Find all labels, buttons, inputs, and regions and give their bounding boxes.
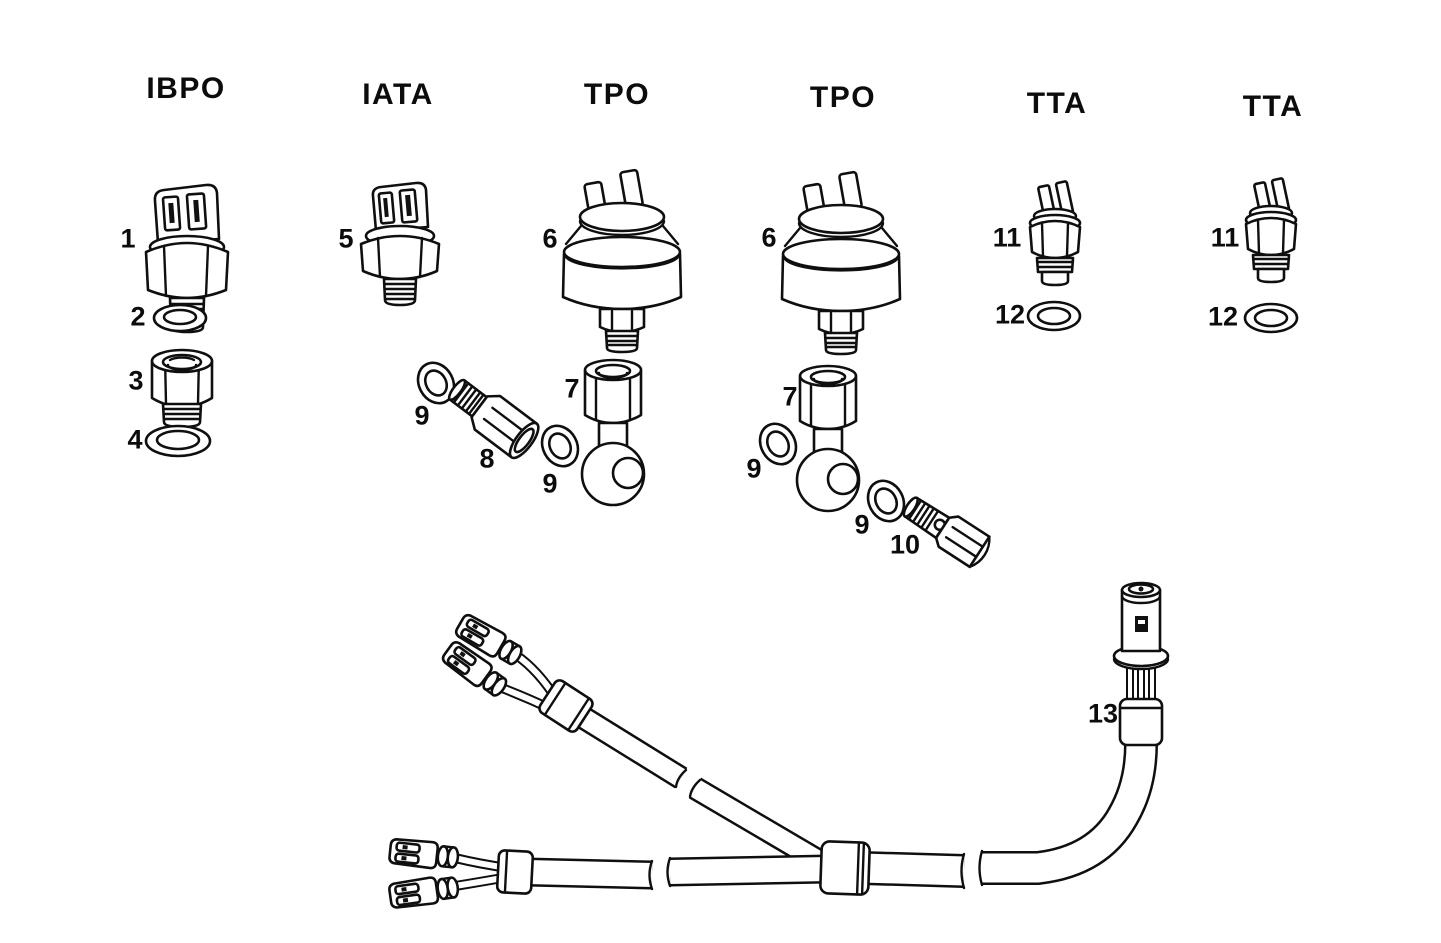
column-header-ibpo: IBPO	[146, 72, 226, 105]
part7-banjo-union-b-drawing	[795, 364, 861, 513]
callout-part-5: 5	[338, 223, 354, 254]
part11-temp-sensor-a-drawing	[1028, 179, 1082, 287]
callout-part-9-a: 9	[414, 400, 430, 431]
column-header-tpo-1: TPO	[583, 78, 651, 111]
callout-part-2: 2	[130, 301, 146, 332]
column-header-tta-1: TTA	[1026, 87, 1088, 120]
harness-round-connector	[1112, 581, 1170, 747]
callout-part-12-b: 12	[1207, 301, 1239, 332]
column-header-iata: IATA	[362, 78, 434, 111]
callout-part-8: 8	[479, 443, 495, 474]
part1-pressure-switch-drawing	[144, 183, 230, 334]
callout-part-7-a: 7	[564, 373, 580, 404]
callout-part-9-b: 9	[542, 468, 558, 499]
callout-part-4: 4	[127, 424, 143, 455]
callout-part-3: 3	[128, 365, 144, 396]
part6-pressure-sender-b-drawing	[780, 170, 902, 356]
part12-washer-b-drawing	[1243, 302, 1299, 334]
column-header-tpo-2: TPO	[809, 81, 877, 114]
part6-pressure-sender-a-drawing	[561, 168, 683, 354]
part8-adapter-drawing	[447, 378, 540, 460]
part13-wiring-harness-drawing	[387, 581, 1170, 911]
callout-part-6-b: 6	[761, 222, 777, 253]
callout-part-10: 10	[889, 529, 921, 560]
callout-part-6-a: 6	[542, 223, 558, 254]
part9-seal-ring-b-drawing	[533, 418, 587, 474]
callout-part-11-b: 11	[1210, 222, 1240, 253]
part5-iata-switch-drawing	[359, 181, 441, 307]
callout-part-11-a: 11	[992, 222, 1022, 253]
harness-sleeve	[538, 679, 594, 733]
callout-part-7-b: 7	[782, 381, 798, 412]
part7-banjo-union-a-drawing	[580, 358, 646, 507]
callout-part-12-a: 12	[994, 299, 1026, 330]
part11-temp-sensor-b-drawing	[1244, 176, 1298, 284]
callout-part-9-d: 9	[854, 509, 870, 540]
callout-part-1: 1	[120, 223, 136, 254]
harness-sleeve	[495, 849, 535, 895]
column-header-tta-2: TTA	[1242, 90, 1304, 123]
spade-terminal-icon	[387, 836, 461, 873]
part12-washer-a-drawing	[1026, 300, 1082, 332]
spade-terminal-icon	[387, 872, 461, 911]
part3-adapter-nut-drawing	[150, 348, 214, 429]
callout-part-13: 13	[1087, 698, 1119, 729]
part4-washer-drawing	[144, 424, 212, 458]
part10-banjo-bolt-drawing	[902, 496, 991, 569]
harness-junction-sleeve	[819, 840, 871, 896]
callout-part-9-c: 9	[746, 453, 762, 484]
part2-washer-drawing	[152, 303, 208, 333]
